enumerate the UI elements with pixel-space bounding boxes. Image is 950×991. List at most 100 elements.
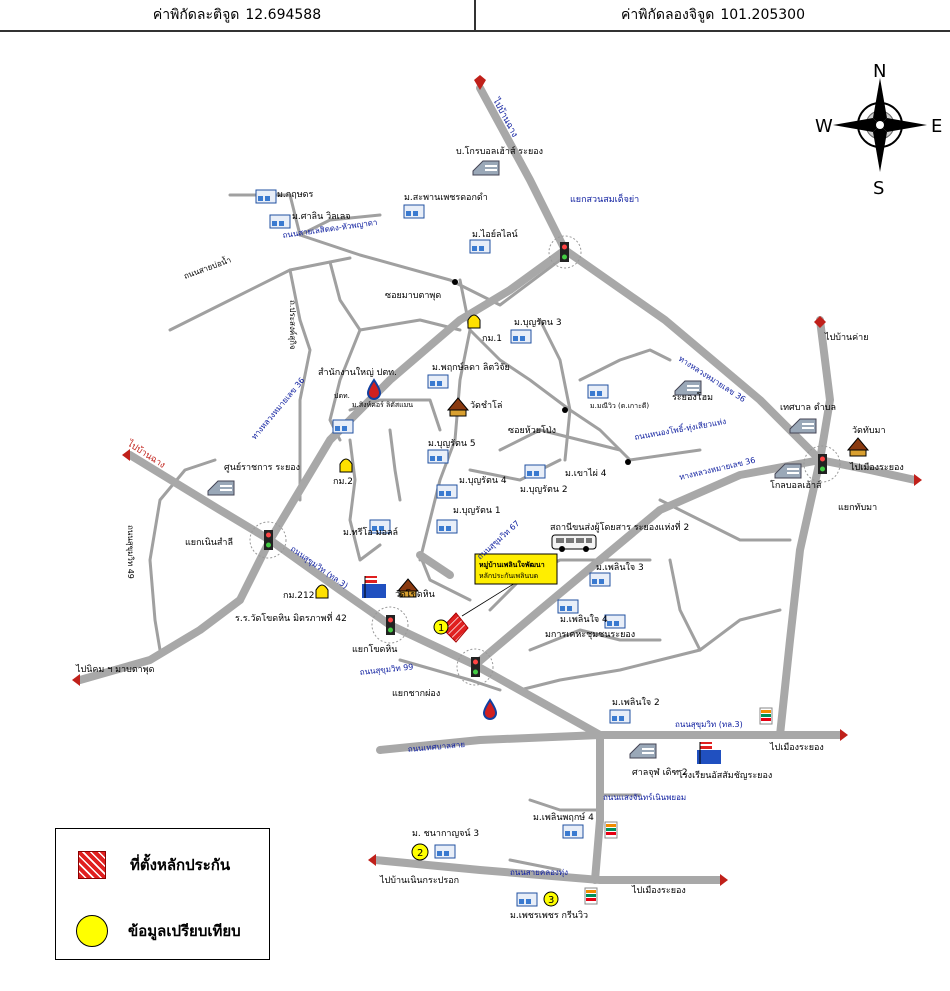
place-label: ม.บุญรัตน 4 bbox=[459, 476, 507, 486]
place-labels: ไปบ้านฉาง บ.โกรบอลเฮ้าส์ ระยอง แยกสวนสมเ… bbox=[75, 95, 904, 921]
arrow-west-icon bbox=[72, 674, 80, 686]
bell-icon bbox=[467, 314, 481, 329]
house-icon bbox=[369, 519, 391, 534]
junction-circles bbox=[249, 235, 841, 686]
place-label: โกลบอลเฮ้าส์ bbox=[770, 479, 822, 491]
school-icon bbox=[697, 742, 721, 764]
house-icon bbox=[557, 599, 579, 614]
place-label: ม.เพลินใจ 4 bbox=[560, 614, 608, 625]
traffic-light-icon bbox=[818, 454, 827, 474]
road-label: ถนนแสงจันทร์เนินพยอม bbox=[603, 792, 686, 802]
seven-eleven-icon bbox=[759, 707, 773, 725]
place-label: ม.มณีวิว (ต.เกาะดี) bbox=[590, 402, 649, 410]
house-icon bbox=[609, 709, 631, 724]
place-label: ปตท. bbox=[334, 392, 350, 400]
place-label: ม.กฤษดร bbox=[277, 190, 313, 200]
legend-comparison-label: ข้อมูลเปรียบเทียบ bbox=[128, 922, 241, 940]
house-icon bbox=[436, 484, 458, 499]
intersection-dots bbox=[452, 279, 631, 465]
latitude-label: ค่าพิกัดละติจูด bbox=[152, 7, 240, 23]
place-label: แยกโขดหิน bbox=[352, 644, 397, 655]
office-building-icon bbox=[789, 418, 817, 434]
collateral-site-marker bbox=[441, 612, 469, 643]
office-building-icons bbox=[207, 160, 817, 759]
latitude-value: 12.694588 bbox=[245, 7, 322, 23]
place-label: กม.1 bbox=[482, 334, 502, 344]
house-icon bbox=[510, 329, 532, 344]
legend-row-comparison: ข้อมูลเปรียบเทียบ bbox=[76, 915, 241, 947]
subject-callout-line1: หมู่บ้านเพลินใจพัฒนา bbox=[479, 560, 545, 570]
collateral-site[interactable] bbox=[441, 612, 469, 643]
place-label: ม.บุญรัตน 2 bbox=[520, 485, 568, 495]
compass-rose: N S W E bbox=[815, 61, 942, 199]
place-label: กม.2 bbox=[333, 477, 353, 487]
longitude-label: ค่าพิกัดลองจิจูด bbox=[621, 7, 715, 23]
longitude-cell: ค่าพิกัดลองจิจูด 101.205300 bbox=[476, 0, 950, 30]
temple-icon bbox=[446, 397, 470, 417]
temple-icon bbox=[846, 437, 870, 457]
house-icon bbox=[427, 449, 449, 464]
place-label: ม.บุญรัตน 3 bbox=[514, 318, 562, 328]
road-label: ถนนหนองโพธิ์-ทุ่งเสียวแห่ง bbox=[633, 415, 726, 442]
minor-roads bbox=[148, 193, 792, 872]
latitude-cell: ค่าพิกัดละติจูด 12.694588 bbox=[0, 0, 476, 30]
house-icon bbox=[589, 572, 611, 587]
place-label: ม.เพลินใจ 3 bbox=[596, 562, 644, 573]
place-label: วัดชำโล่ bbox=[470, 400, 502, 411]
school-icon bbox=[362, 576, 386, 598]
place-label: ม. ชนากาญจน์ 3 bbox=[412, 827, 479, 839]
location-map[interactable]: N S W E bbox=[0, 40, 950, 991]
place-label: ไปเมืองระยอง bbox=[631, 885, 686, 896]
temple-icon bbox=[396, 578, 420, 598]
place-label: แยกเนินสำลี bbox=[185, 537, 233, 548]
house-icon bbox=[269, 214, 291, 229]
place-label: ม.เพชรเพชร กรีนวิว bbox=[510, 910, 588, 921]
place-label: แยกสวนสมเด็จย่า bbox=[570, 192, 639, 205]
place-label: ม.สะพานเพชรดอกดำ bbox=[404, 192, 488, 203]
compass-e: E bbox=[931, 116, 942, 137]
office-building-icon bbox=[774, 463, 802, 479]
comparison-marker-3[interactable]: 3 bbox=[543, 891, 559, 907]
house-icon bbox=[469, 239, 491, 254]
arrow-east-icon bbox=[914, 474, 922, 486]
compass-n: N bbox=[873, 61, 886, 82]
compass-s: S bbox=[873, 178, 884, 199]
arrow-east-icon bbox=[840, 729, 848, 741]
place-label: ไปนิคม ฯ มาบตาพุด bbox=[75, 664, 155, 675]
place-label: กม.212 bbox=[283, 591, 314, 601]
place-label: ไปบ้านค่าย bbox=[824, 332, 869, 343]
place-label: ม.บุญรัตน 5 bbox=[428, 439, 476, 449]
house-icon bbox=[604, 614, 626, 629]
traffic-light-icon bbox=[264, 530, 273, 550]
place-label: ศูนย์ราชการ ระยอง bbox=[224, 461, 300, 473]
comparison-marker-number: 2 bbox=[417, 848, 423, 859]
place-label: วัดทับมา bbox=[852, 426, 886, 436]
road-label: ถนนสุขุมวิท 99 bbox=[359, 662, 414, 677]
seven-eleven-icons bbox=[584, 707, 773, 905]
legend-row-collateral: ที่ตั้งหลักประกัน bbox=[78, 851, 230, 879]
place-label: บ.โกรบอลเฮ้าส์ ระยอง bbox=[456, 145, 543, 157]
traffic-light-icons bbox=[264, 242, 827, 677]
comparison-marker-1[interactable]: 1 bbox=[433, 619, 449, 635]
place-label: แยกชากผ่อง bbox=[392, 689, 440, 699]
seven-eleven-icon bbox=[604, 821, 618, 839]
road-arrows bbox=[72, 75, 922, 886]
subject-callout: หมู่บ้านเพลินใจพัฒนา หลักประกันเพลินบด bbox=[461, 553, 558, 617]
road-label: ถนนสายบ่อนํ้า bbox=[182, 254, 232, 281]
road-label: ถนนเทศบาลสาย bbox=[407, 740, 465, 754]
bell-icon bbox=[339, 458, 353, 473]
house-icon bbox=[587, 384, 609, 399]
comparison-marker-2[interactable]: 2 bbox=[411, 843, 429, 861]
place-label: มการเคหะชุมชนระยอง bbox=[545, 630, 635, 640]
bell-icon bbox=[315, 584, 329, 599]
house-icon bbox=[332, 419, 354, 434]
seven-eleven-icon bbox=[584, 887, 598, 905]
place-label: ซอยมาบตาพุด bbox=[385, 291, 441, 301]
legend-collateral-label: ที่ตั้งหลักประกัน bbox=[130, 856, 231, 874]
office-building-icon bbox=[207, 480, 235, 496]
km-marker-icons bbox=[315, 314, 481, 599]
road-label: ถ.ประสงค์สุกิจ bbox=[288, 300, 298, 350]
house-icon bbox=[436, 519, 458, 534]
temple-icons bbox=[396, 397, 870, 598]
fuel-drop-icon bbox=[482, 698, 498, 720]
